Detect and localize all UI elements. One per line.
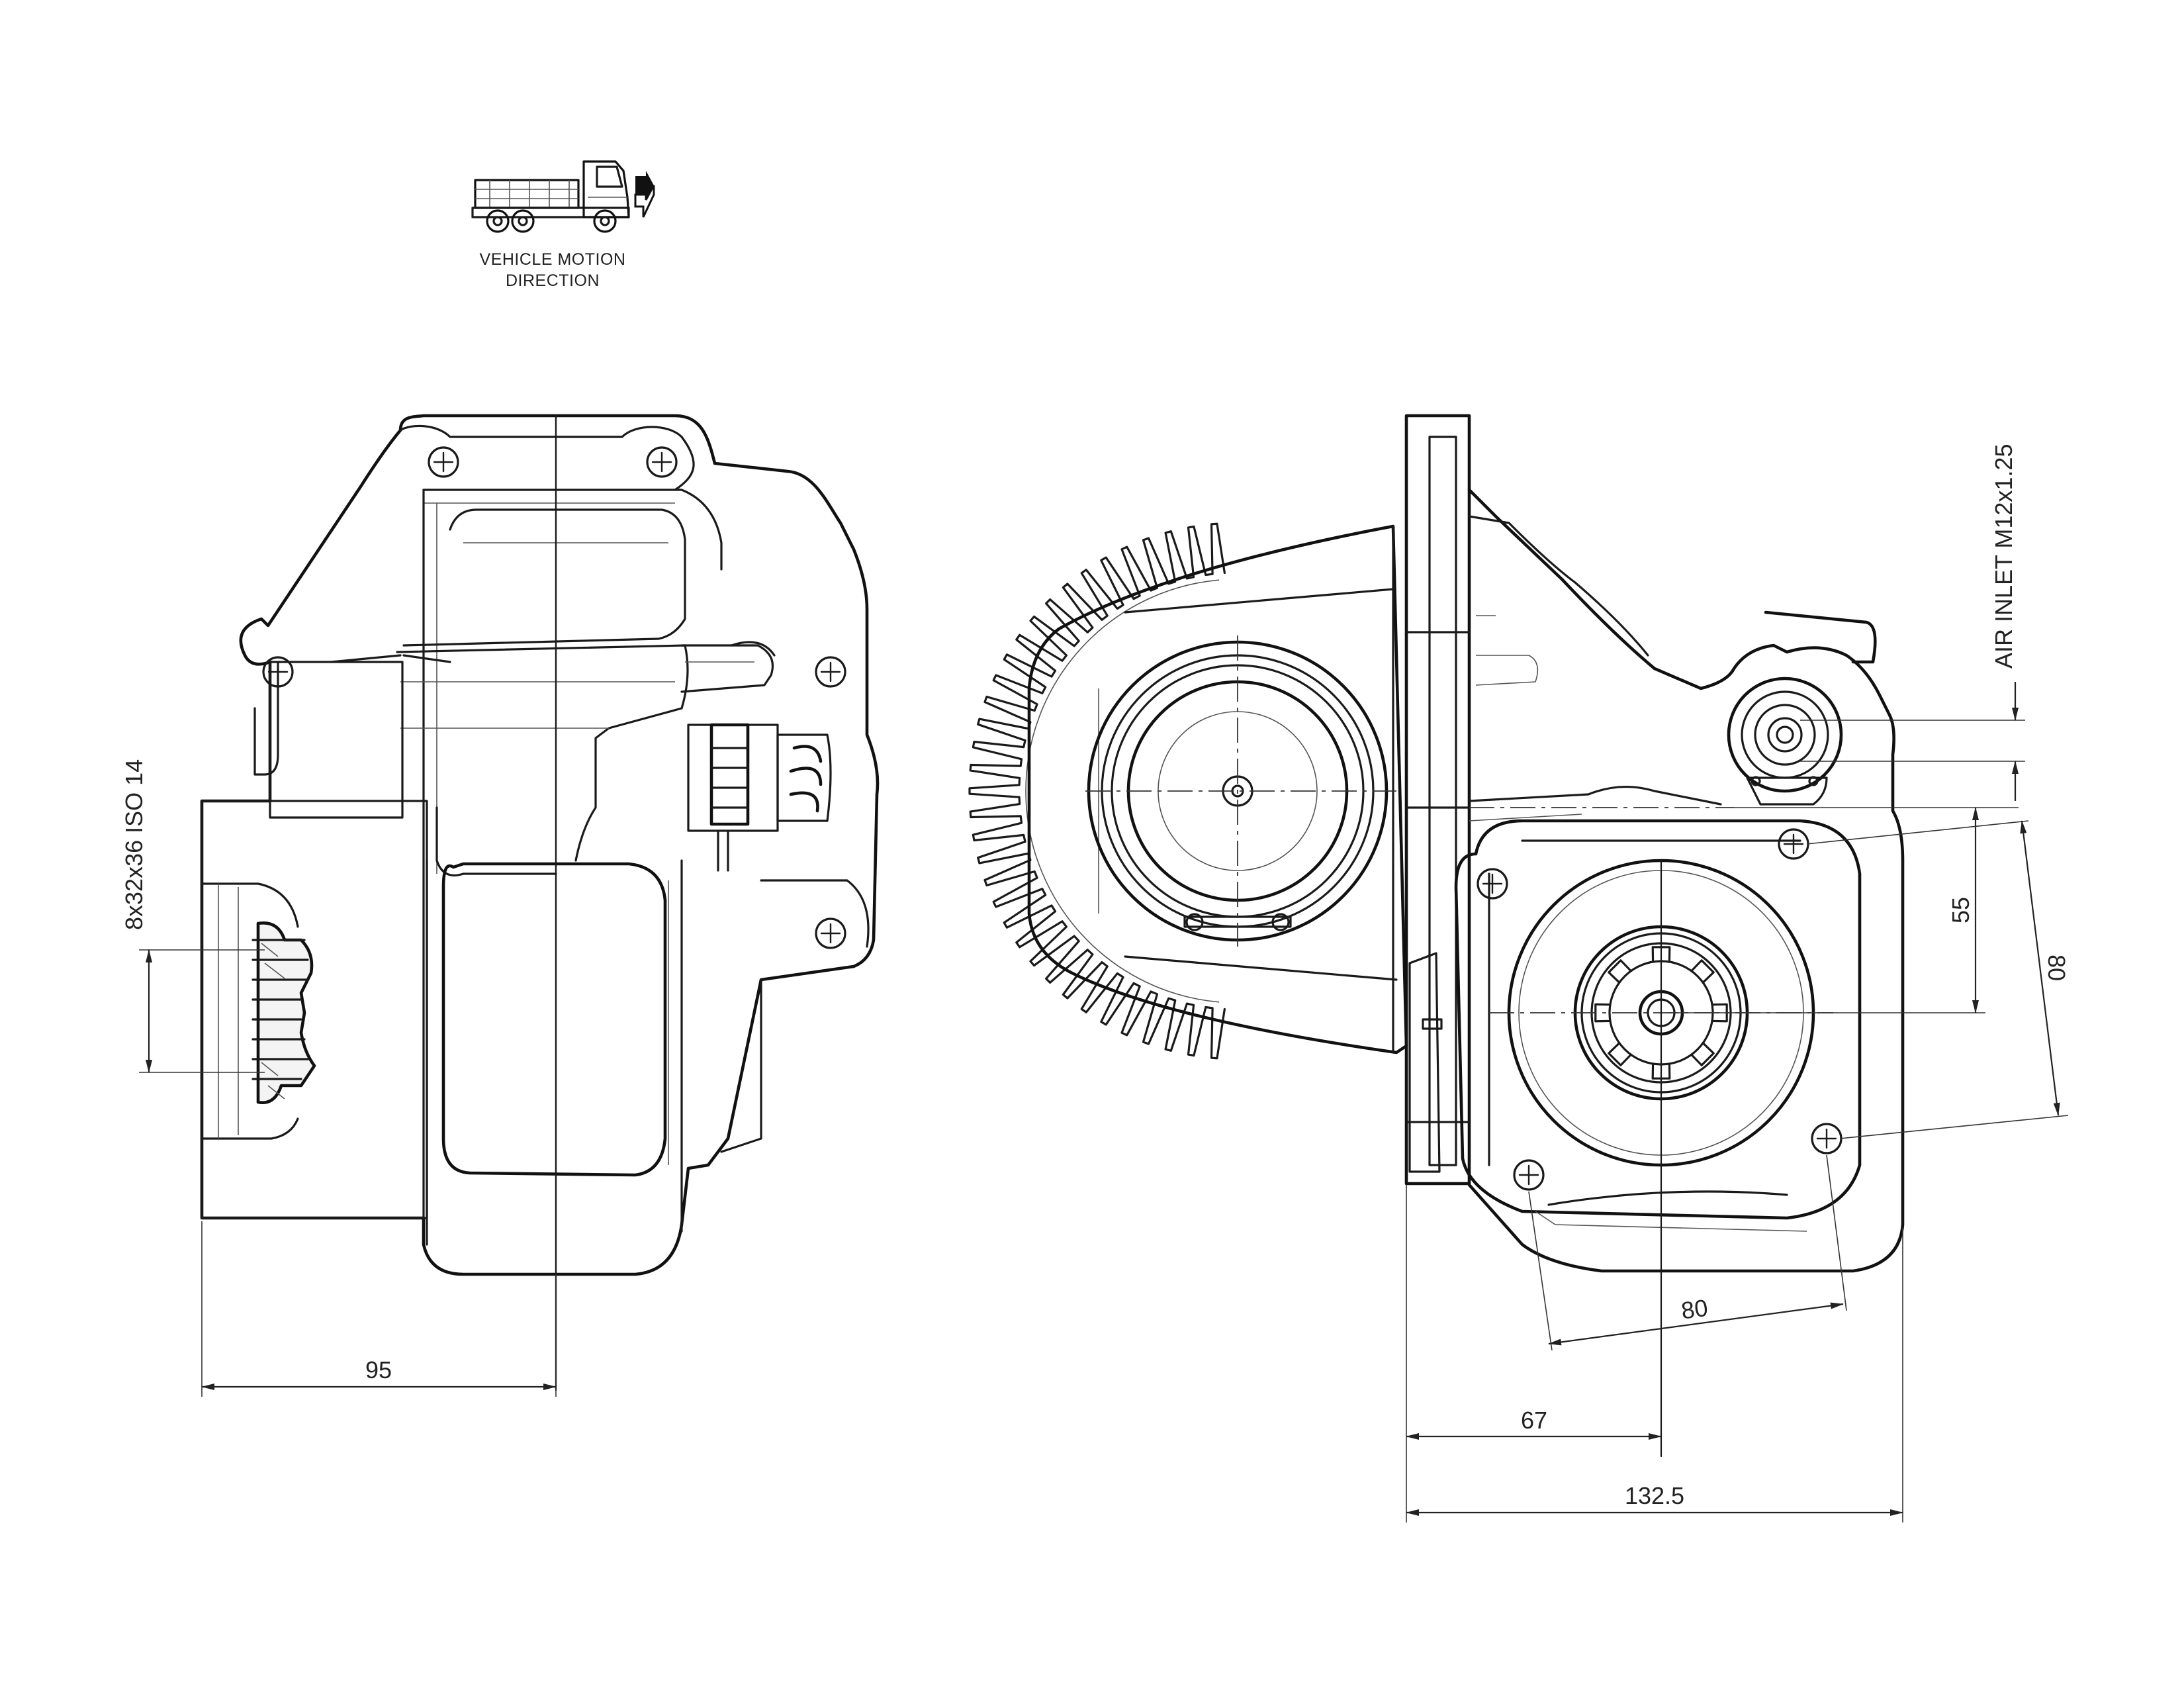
side-view-housing-outline <box>200 414 880 1276</box>
dimension-55-label: 55 <box>1947 897 1974 923</box>
ring-gear-teeth <box>968 522 1226 1060</box>
dimension-67-label: 67 <box>1521 1407 1547 1434</box>
air-inlet-label: AIR INLET M12x1.25 <box>1990 444 2017 669</box>
dimension-132-5-label: 132.5 <box>1625 1482 1684 1509</box>
spline-spec-label: 8x32x36 ISO 14 <box>120 759 148 930</box>
gear-root-arc <box>1025 579 1220 1003</box>
side-view-air-valve <box>687 723 832 872</box>
air-inlet-fitting <box>1727 610 1877 806</box>
mounting-flange-plate <box>1404 414 1471 1186</box>
dimension-80-diagonal: 80 <box>1806 820 2070 1139</box>
dimension-132-5: 132.5 <box>1406 1228 1903 1523</box>
dimension-80-bottom: 80 <box>1528 1154 1847 1351</box>
side-view: 95 8x32x36 ISO 14 <box>120 414 880 1397</box>
spline-dimension: 8x32x36 ISO 14 <box>120 759 265 1073</box>
dump-truck-icon <box>471 160 630 233</box>
forward-arrow-icon <box>634 171 655 218</box>
spline-tooth <box>1608 1042 1632 1066</box>
output-flange <box>1454 819 1862 1220</box>
dimension-67: 67 <box>1406 1185 1662 1523</box>
pto-body-outline <box>1467 488 1905 1273</box>
gear-tooth-profile <box>968 522 1226 1060</box>
vehicle-motion-caption-line1: VEHICLE MOTION <box>480 250 626 269</box>
spline-tooth <box>1608 959 1632 984</box>
front-view-dimensions: AIR INLET M12x1.25 55 80 80 67 <box>1406 444 2070 1523</box>
front-view <box>968 414 1905 1458</box>
side-view-dimension-95: 95 <box>201 1221 557 1397</box>
air-inlet-dimension: AIR INLET M12x1.25 <box>1800 444 2025 801</box>
dimension-55: 55 <box>1668 807 2019 1013</box>
vehicle-motion-caption-line2: DIRECTION <box>506 271 600 290</box>
dimension-95-label: 95 <box>365 1356 392 1383</box>
side-view-cover <box>441 862 667 1177</box>
spline-tooth <box>1690 959 1715 984</box>
dimension-80-diagonal-label: 80 <box>2043 955 2070 981</box>
side-view-shaft-housing <box>201 800 428 1219</box>
side-view-spline-section <box>251 921 316 1104</box>
gear-housing <box>1027 524 1408 1055</box>
dimension-80-bottom-label: 80 <box>1680 1294 1709 1325</box>
vehicle-motion-indicator: VEHICLE MOTION DIRECTION <box>471 160 655 290</box>
spline-tooth <box>1690 1042 1715 1066</box>
